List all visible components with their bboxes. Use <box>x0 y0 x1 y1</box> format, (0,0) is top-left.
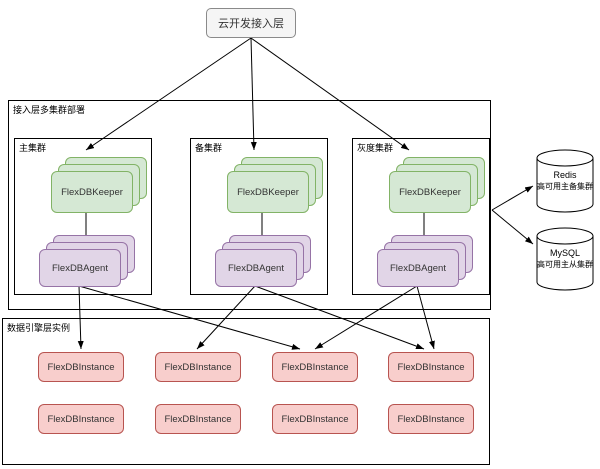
keeper-node: FlexDBKeeper <box>51 171 133 213</box>
engine-layer-label: 数据引擎层实例 <box>7 323 71 333</box>
mysql-desc: 高可用主从集群 <box>537 260 593 269</box>
access-layer-label: 接入层多集群部署 <box>13 105 86 115</box>
instance-node: FlexDBInstance <box>38 404 124 434</box>
cluster-main: 主集群 FlexDBKeeper FlexDBAgent <box>14 138 152 295</box>
cloud-access-node: 云开发接入层 <box>206 8 296 38</box>
agent-node: FlexDBAgent <box>39 249 121 287</box>
edge-agent2-inst4 <box>254 285 425 350</box>
redis-desc: 高可用主备集群 <box>537 182 593 191</box>
redis-name: Redis <box>553 170 577 180</box>
redis-cylinder <box>536 149 594 213</box>
instance-node: FlexDBInstance <box>388 404 474 434</box>
mysql-name: MySQL <box>549 248 580 258</box>
cluster-main-label: 主集群 <box>19 143 47 153</box>
instance-node: FlexDBInstance <box>272 352 358 382</box>
redis-label: Redis 高可用主备集群 <box>533 170 597 192</box>
keeper-node: FlexDBKeeper <box>389 171 471 213</box>
instance-node: FlexDBInstance <box>388 352 474 382</box>
edge-agent2-inst2 <box>196 285 256 350</box>
cluster-gray: 灰度集群 FlexDBKeeper FlexDBAgent <box>352 138 490 295</box>
instance-node: FlexDBInstance <box>38 352 124 382</box>
edge-agent1-inst3 <box>78 285 301 350</box>
instance-node: FlexDBInstance <box>155 404 241 434</box>
cluster-gray-label: 灰度集群 <box>357 143 394 153</box>
edge-top-to-main <box>85 37 252 151</box>
engine-layer-group: 数据引擎层实例 <box>2 318 490 465</box>
keeper-node: FlexDBKeeper <box>227 171 309 213</box>
edge-access-mysql <box>491 209 534 245</box>
edge-agent3-inst4 <box>416 285 435 350</box>
agent-node: FlexDBAgent <box>377 249 459 287</box>
access-layer-group: 接入层多集群部署 <box>8 100 491 310</box>
edge-agent3-inst3 <box>314 285 418 350</box>
mysql-cylinder <box>536 227 594 291</box>
edge-top-to-backup <box>250 37 257 151</box>
agent-node: FlexDBAgent <box>215 249 297 287</box>
cluster-backup-label: 备集群 <box>195 143 223 153</box>
instance-node: FlexDBInstance <box>155 352 241 382</box>
mysql-label: MySQL 高可用主从集群 <box>533 248 597 270</box>
cluster-backup: 备集群 FlexDBKeeper FlexDBAgent <box>190 138 328 295</box>
edge-top-to-gray <box>250 37 410 151</box>
edge-agent1-inst1 <box>77 285 84 350</box>
edge-access-redis <box>491 185 534 211</box>
instance-node: FlexDBInstance <box>272 404 358 434</box>
